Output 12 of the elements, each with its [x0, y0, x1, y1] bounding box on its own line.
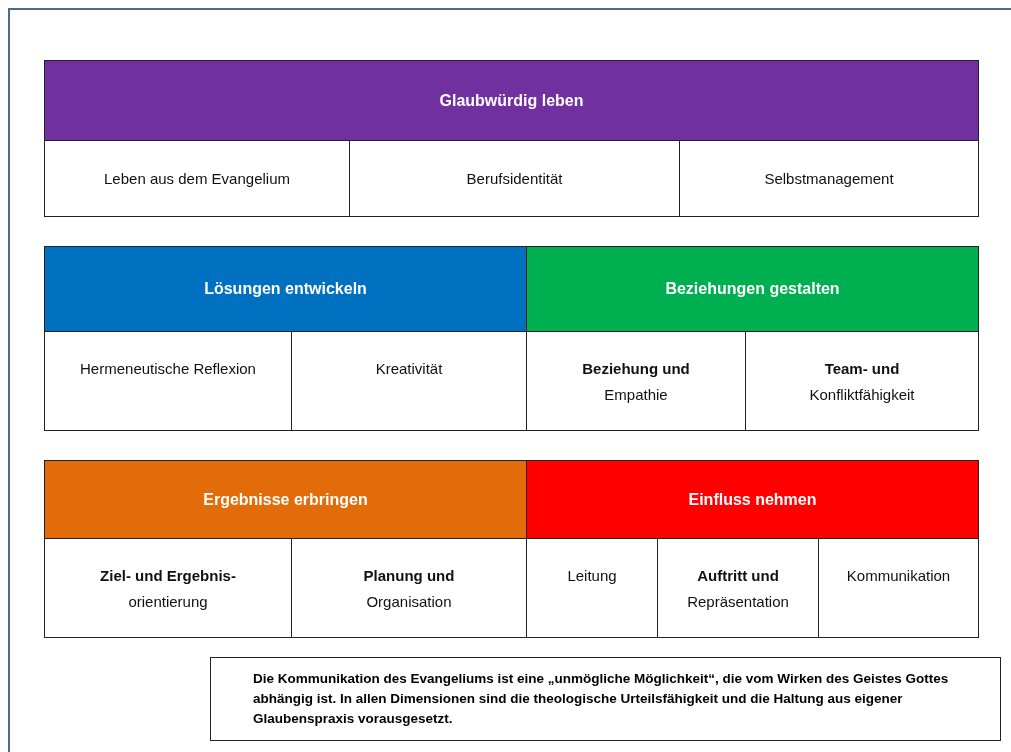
table-cell: Leben aus dem Evangelium [44, 140, 350, 217]
table-cell: Team- und Konfliktfähigkeit [745, 331, 979, 431]
title-band: Glaubwürdig leben [44, 60, 979, 141]
table-cell: Kommunikation [818, 538, 979, 638]
table-cell: Ziel- und Ergebnis- orientierung [44, 538, 292, 638]
note-box: Die Kommunikation des Evangeliums ist eine „unmögliche Möglichkeit“, die vom Wirken des Geistes Gottes abhängig ist. In allen Dimensionen sind die theologische Urteilsfähigkeit und die Haltung aus eigener Glaubenspraxis vorausgesetzt. [210, 657, 1001, 741]
title-band: Einfluss nehmen [526, 460, 979, 539]
title-band: Beziehungen gestalten [526, 246, 979, 332]
title-band: Lösungen entwickeln [44, 246, 527, 332]
title-band: Ergebnisse erbringen [44, 460, 527, 539]
table-cell: Hermeneutische Reflexion [44, 331, 292, 431]
table-cell: Selbstmanagement [679, 140, 979, 217]
